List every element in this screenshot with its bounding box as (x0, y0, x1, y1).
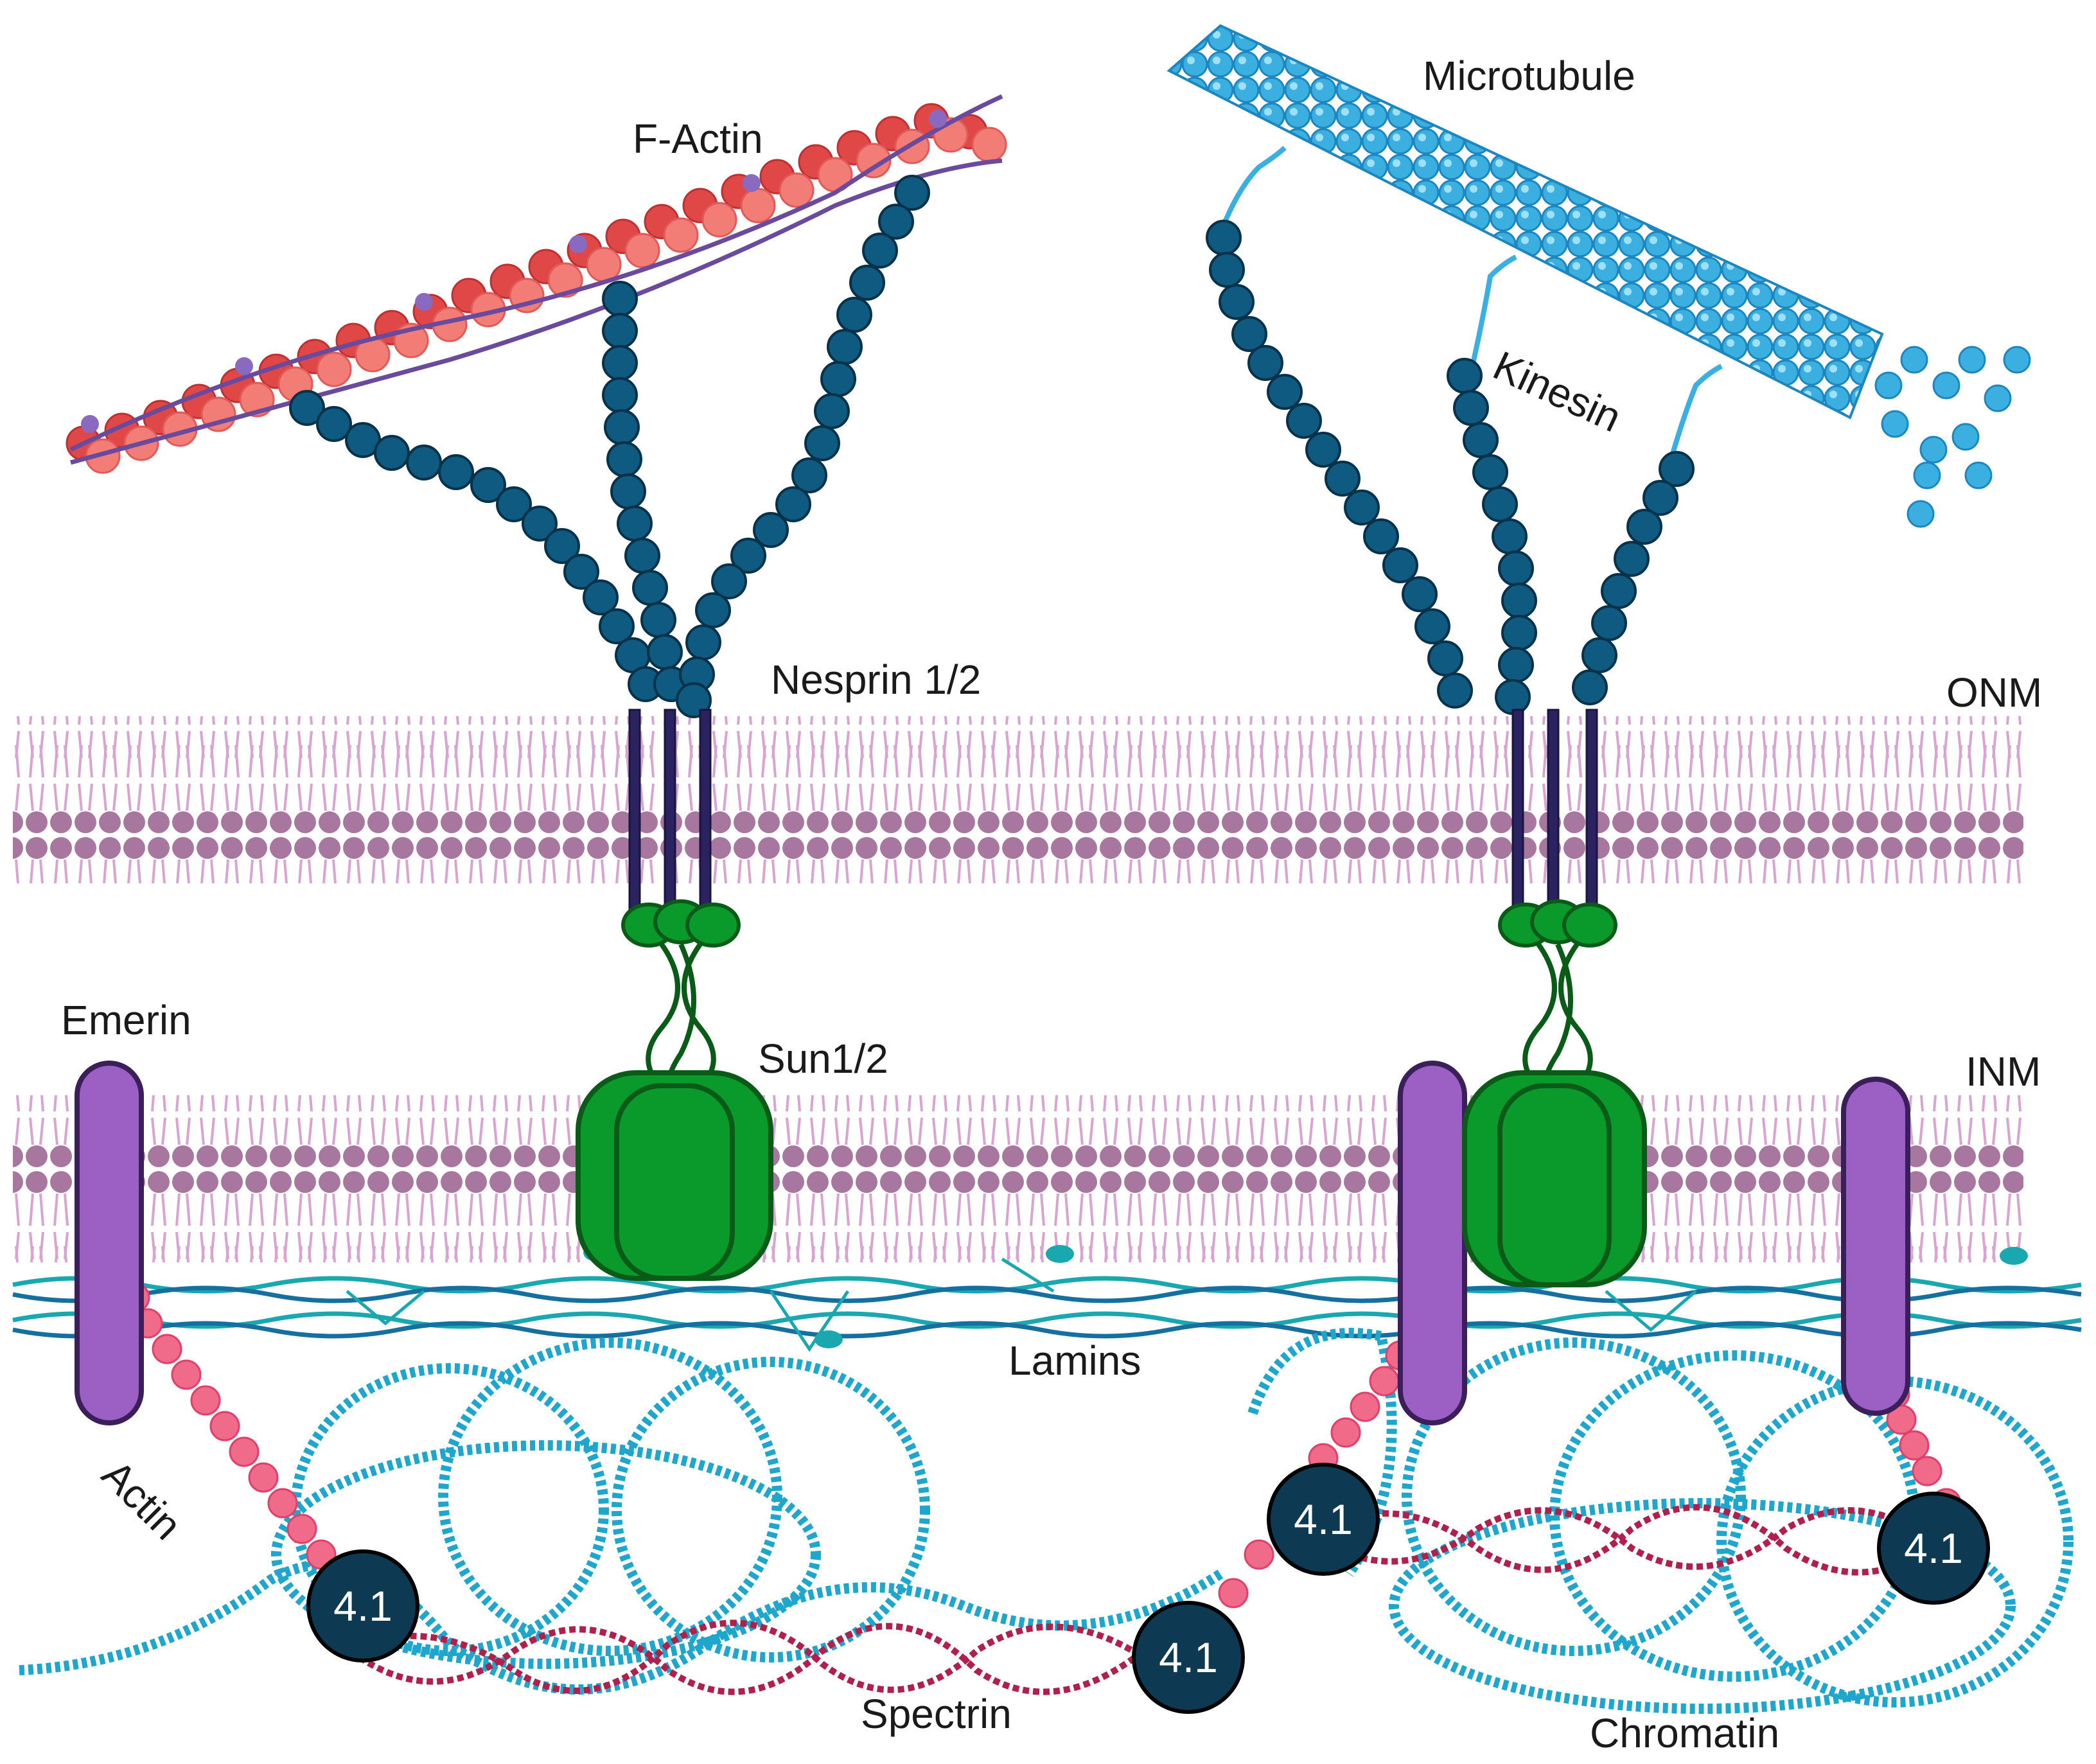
emerin-protein-1 (75, 1061, 144, 1425)
protein-4-1-label: 4.1 (1159, 1634, 1218, 1681)
label-inm: INM (1966, 1048, 2041, 1095)
protein-4-1-label: 4.1 (1904, 1524, 1963, 1572)
protein-4-1-badge-3: 4.1 (1267, 1463, 1380, 1576)
protein-4-1-badge-1: 4.1 (306, 1549, 419, 1663)
protein-4-1-badge-4: 4.1 (1877, 1492, 1990, 1605)
sun-trimer-right (1462, 899, 1647, 1287)
label-chromatin: Chromatin (1590, 1710, 1779, 1756)
label-microtubule: Microtubule (1423, 53, 1635, 99)
lamin-network (12, 1244, 2082, 1352)
label-spectrin: Spectrin (861, 1691, 1012, 1737)
label-sun: Sun1/2 (758, 1036, 888, 1082)
nesprin-chains-left (289, 175, 930, 718)
protein-4-1-label: 4.1 (1294, 1495, 1353, 1543)
nesprin-tm-right (1511, 709, 1598, 910)
inner-nuclear-membrane (13, 1095, 2023, 1262)
label-onm: ONM (1946, 669, 2042, 716)
microtubule (1167, 24, 2031, 528)
f-actin-filament (66, 94, 1007, 474)
emerin-protein-2 (1398, 1061, 1467, 1425)
label-nesprin: Nesprin 1/2 (771, 657, 981, 703)
label-emerin: Emerin (61, 997, 191, 1043)
label-f-actin: F-Actin (633, 116, 763, 162)
spectrin-helix (358, 1504, 1942, 1695)
nesprin-chains-right (1206, 220, 1695, 715)
sun-trimer-left (576, 899, 773, 1281)
protein-4-1-label: 4.1 (333, 1582, 392, 1630)
label-actin: Actin (93, 1451, 191, 1549)
chromatin (19, 1328, 2074, 1714)
emerin-protein-3 (1841, 1077, 1910, 1416)
label-kinesin: Kinesin (1486, 342, 1628, 441)
label-lamins: Lamins (1008, 1337, 1141, 1384)
outer-nuclear-membrane (13, 716, 2023, 883)
kinesin-motor (1221, 146, 1723, 464)
protein-4-1-badge-2: 4.1 (1132, 1601, 1245, 1714)
